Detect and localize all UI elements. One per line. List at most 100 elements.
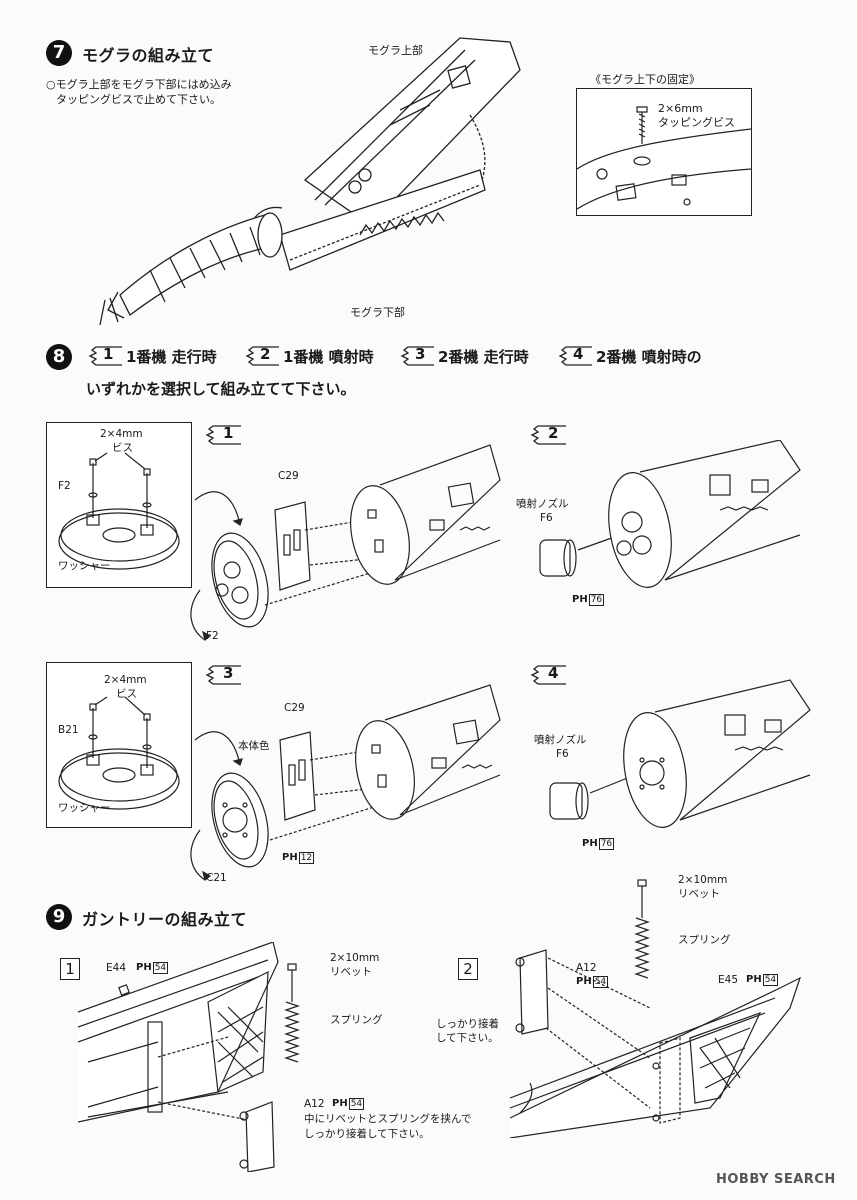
- option-text-2: 1番機 噴射時: [283, 348, 374, 366]
- panel3-rear-assembly-illustration: [190, 684, 501, 882]
- step-7-instruction-line1: ○モグラ上部をモグラ下部にはめ込み: [46, 78, 232, 91]
- panel3-plate-c29-label: C29: [284, 702, 305, 714]
- paint-code-number: 54: [592, 976, 609, 988]
- sub2-spring-label: スプリング: [678, 934, 731, 946]
- paint-code-label: PH: [576, 976, 592, 987]
- option-text-3: 2番機 走行時: [438, 348, 529, 366]
- panel3-disc-screw-illustration: [58, 696, 180, 810]
- sub1-note-line2: しっかり接着して下さい。: [304, 1128, 430, 1140]
- option-badge-2: 2: [243, 345, 281, 367]
- serrated-tab-icon: [205, 425, 241, 445]
- sub1-note-line1: 中にリベットとスプリングを挟んで: [304, 1113, 472, 1125]
- panel1-rear-assembly-illustration: [190, 444, 501, 642]
- serrated-tab-icon: [245, 346, 279, 366]
- panel4-nozzle-label: 噴射ノズル: [534, 734, 587, 746]
- panel1-disc-screw-illustration: [58, 452, 180, 570]
- panel3-part-b21-label: B21: [58, 724, 79, 736]
- panel3-screw-detail-box: [46, 662, 192, 828]
- detail-screw-type: タッピングビス: [658, 116, 735, 129]
- panel4-badge: 4: [528, 664, 568, 686]
- panel1-screw-type: ビス: [112, 442, 133, 454]
- option-badge-4-number: 4: [573, 345, 584, 363]
- paint-code-number: 54: [348, 1098, 365, 1110]
- mole-drill-assembly-illustration: [99, 37, 521, 326]
- serrated-tab-icon: [400, 346, 434, 366]
- paint-code-number: 76: [588, 594, 605, 606]
- panel3-screw-size: 2×4mm: [104, 674, 147, 686]
- gantry-sub1-illustration: [78, 942, 300, 1172]
- paint-code-label: PH: [332, 1098, 348, 1109]
- sub1-rivet-label: リベット: [330, 966, 372, 978]
- sub2-rivet-label: リベット: [678, 888, 720, 900]
- panel1-screw-size: 2×4mm: [100, 428, 143, 440]
- panel1-disc-f2-label: F2: [206, 630, 219, 642]
- panel3-washer-label: ワッシャー: [58, 802, 111, 814]
- mole-fixing-detail-box: [576, 88, 752, 216]
- sub2-rivet-size: 2×10mm: [678, 874, 728, 886]
- panel1-plate-c29-label: C29: [278, 470, 299, 482]
- label-mogura-upper: モグラ上部: [368, 44, 423, 57]
- option-badge-3: 3: [398, 345, 436, 367]
- option-badge-3-number: 3: [415, 345, 426, 363]
- panel3-badge-number: 3: [223, 664, 234, 682]
- step-7-title: モグラの組み立て: [82, 46, 215, 65]
- option-badge-4: 4: [556, 345, 594, 367]
- detail-title: 《モグラ上下の固定》: [590, 73, 700, 86]
- step-7-number: 7: [46, 40, 72, 66]
- option-badge-2-number: 2: [260, 345, 271, 363]
- sub2-note-line1: しっかり接着: [436, 1018, 499, 1030]
- paint-code-number: 54: [152, 962, 169, 974]
- paint-code-number: 12: [298, 852, 315, 864]
- label-mogura-lower: モグラ下部: [350, 306, 405, 319]
- panel1-screw-detail-box: [46, 422, 192, 588]
- panel2-part-f6-label: F6: [540, 512, 553, 524]
- panel4-badge-number: 4: [548, 664, 559, 682]
- serrated-tab-icon: [88, 346, 122, 366]
- panel1-badge-number: 1: [223, 424, 234, 442]
- paint-code-label: PH: [282, 852, 298, 863]
- panel2-nozzle-label: 噴射ノズル: [516, 498, 569, 510]
- paint-code-label: PH: [136, 962, 152, 973]
- panel1-badge: 1: [203, 424, 243, 446]
- panel3-body-color-label: 本体色: [238, 740, 270, 752]
- serrated-tab-icon: [530, 665, 566, 685]
- step-9-number: 9: [46, 904, 72, 930]
- step-9-title: ガントリーの組み立て: [82, 910, 248, 929]
- step-7-instruction-line2: タッピングビスで止めて下さい。: [56, 93, 221, 106]
- mole-fixing-detail-illustration: [577, 106, 751, 210]
- sub1-a12-label: A12: [304, 1098, 325, 1110]
- panel3-badge: 3: [203, 664, 243, 686]
- step9-sub2-number: 2: [458, 958, 478, 980]
- paint-code-number: 76: [598, 838, 615, 850]
- paint-code-number: 54: [762, 974, 779, 986]
- option-badge-1-number: 1: [103, 345, 114, 363]
- panel1-part-f2-label: F2: [58, 480, 71, 492]
- sub2-part-e45-label: E45: [718, 974, 738, 986]
- panel3-screw-type: ビス: [116, 688, 137, 700]
- panel3-disc-c21-label: C21: [206, 872, 227, 884]
- paint-code-label: PH: [746, 974, 762, 985]
- gantry-sub2-illustration: [509, 879, 802, 1138]
- option-text-1: 1番機 走行時: [126, 348, 217, 366]
- serrated-tab-icon: [530, 425, 566, 445]
- paint-code-label: PH: [572, 594, 588, 605]
- step9-sub1-number: 1: [60, 958, 80, 980]
- sub2-a12-label: A12: [576, 962, 597, 974]
- panel2-badge: 2: [528, 424, 568, 446]
- sub1-spring-label: スプリング: [330, 1014, 383, 1026]
- sub2-note-line2: して下さい。: [436, 1032, 499, 1044]
- serrated-tab-icon: [205, 665, 241, 685]
- step-8-number: 8: [46, 344, 72, 370]
- panel1-washer-label: ワッシャー: [58, 560, 111, 572]
- sub1-part-e44-label: E44: [106, 962, 126, 974]
- step-8-subtitle: いずれかを選択して組み立てて下さい。: [86, 380, 356, 398]
- panel2-badge-number: 2: [548, 424, 559, 442]
- panel2-nozzle-assembly-illustration: [539, 440, 801, 588]
- serrated-tab-icon: [558, 346, 592, 366]
